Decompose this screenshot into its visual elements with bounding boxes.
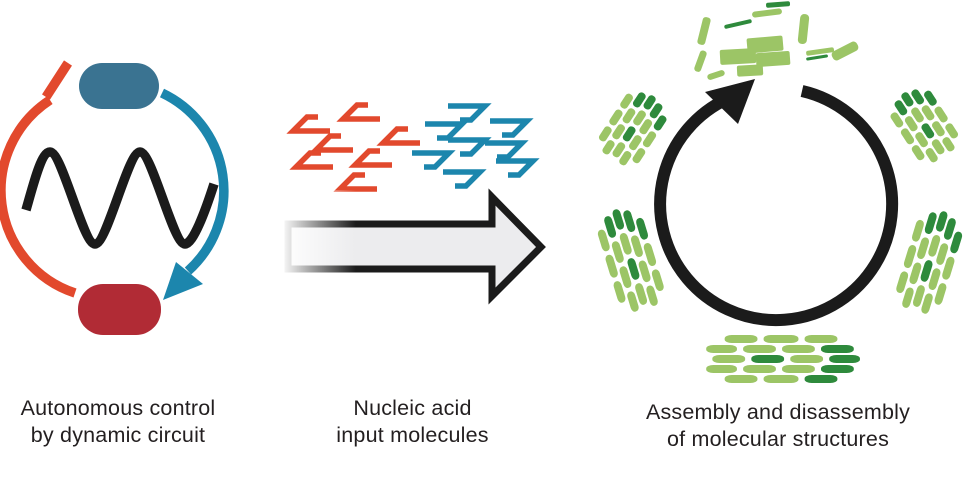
red-strand-icon bbox=[340, 175, 377, 189]
blue-strand-cluster bbox=[412, 106, 533, 186]
arrow-tail-fade bbox=[281, 190, 369, 303]
microtubule-bottom bbox=[706, 335, 860, 383]
red-strand-icon bbox=[293, 117, 330, 131]
inhibition-arc bbox=[0, 96, 77, 298]
cycle-arrowhead-icon bbox=[705, 79, 755, 124]
dynamic-circuit-panel bbox=[0, 60, 229, 335]
red-strand-icon bbox=[343, 105, 380, 119]
caption-line: input molecules bbox=[336, 423, 489, 447]
blue-strand-icon bbox=[485, 143, 522, 157]
blue-species-pill bbox=[79, 63, 159, 109]
caption-line: by dynamic circuit bbox=[30, 423, 206, 447]
microtubule-upper-left bbox=[592, 83, 674, 173]
microtubule-upper-right bbox=[883, 80, 965, 170]
blue-strand-icon bbox=[412, 153, 449, 167]
caption-molecular-structures: Assembly and disassembly of molecular st… bbox=[623, 399, 933, 453]
red-strand-cluster bbox=[293, 105, 420, 189]
red-strand-icon bbox=[355, 151, 392, 165]
red-strand-icon bbox=[383, 129, 420, 143]
caption-nucleic-acid-inputs: Nucleic acid input molecules bbox=[310, 395, 515, 449]
assembly-cycle-panel bbox=[592, 1, 968, 383]
caption-line: Autonomous control bbox=[20, 396, 216, 420]
activation-arrowhead-icon bbox=[163, 262, 203, 300]
oscillation-wave-icon bbox=[21, 147, 219, 249]
microtubule-mid-right bbox=[891, 204, 968, 318]
activation-arc bbox=[159, 88, 229, 275]
blue-strand-icon bbox=[490, 121, 527, 135]
caption-dynamic-circuit: Autonomous control by dynamic circuit bbox=[5, 395, 231, 449]
caption-line: of molecular structures bbox=[666, 427, 890, 451]
input-arrow-icon bbox=[281, 188, 546, 305]
blue-strand-icon bbox=[496, 161, 533, 175]
disassembled-fragments bbox=[694, 1, 859, 80]
caption-line: Assembly and disassembly bbox=[645, 400, 911, 424]
nucleic-acid-input-panel bbox=[281, 105, 546, 305]
cycle-arrow-arc bbox=[654, 85, 899, 327]
caption-line: Nucleic acid bbox=[353, 396, 472, 420]
red-strand-icon bbox=[296, 153, 333, 167]
red-strand-icon bbox=[316, 136, 353, 150]
blue-strand-icon bbox=[425, 124, 462, 138]
tbar-inhibitor-icon bbox=[42, 60, 72, 100]
red-species-pill bbox=[78, 284, 161, 335]
blue-strand-icon bbox=[448, 106, 485, 120]
blue-strand-icon bbox=[443, 172, 480, 186]
